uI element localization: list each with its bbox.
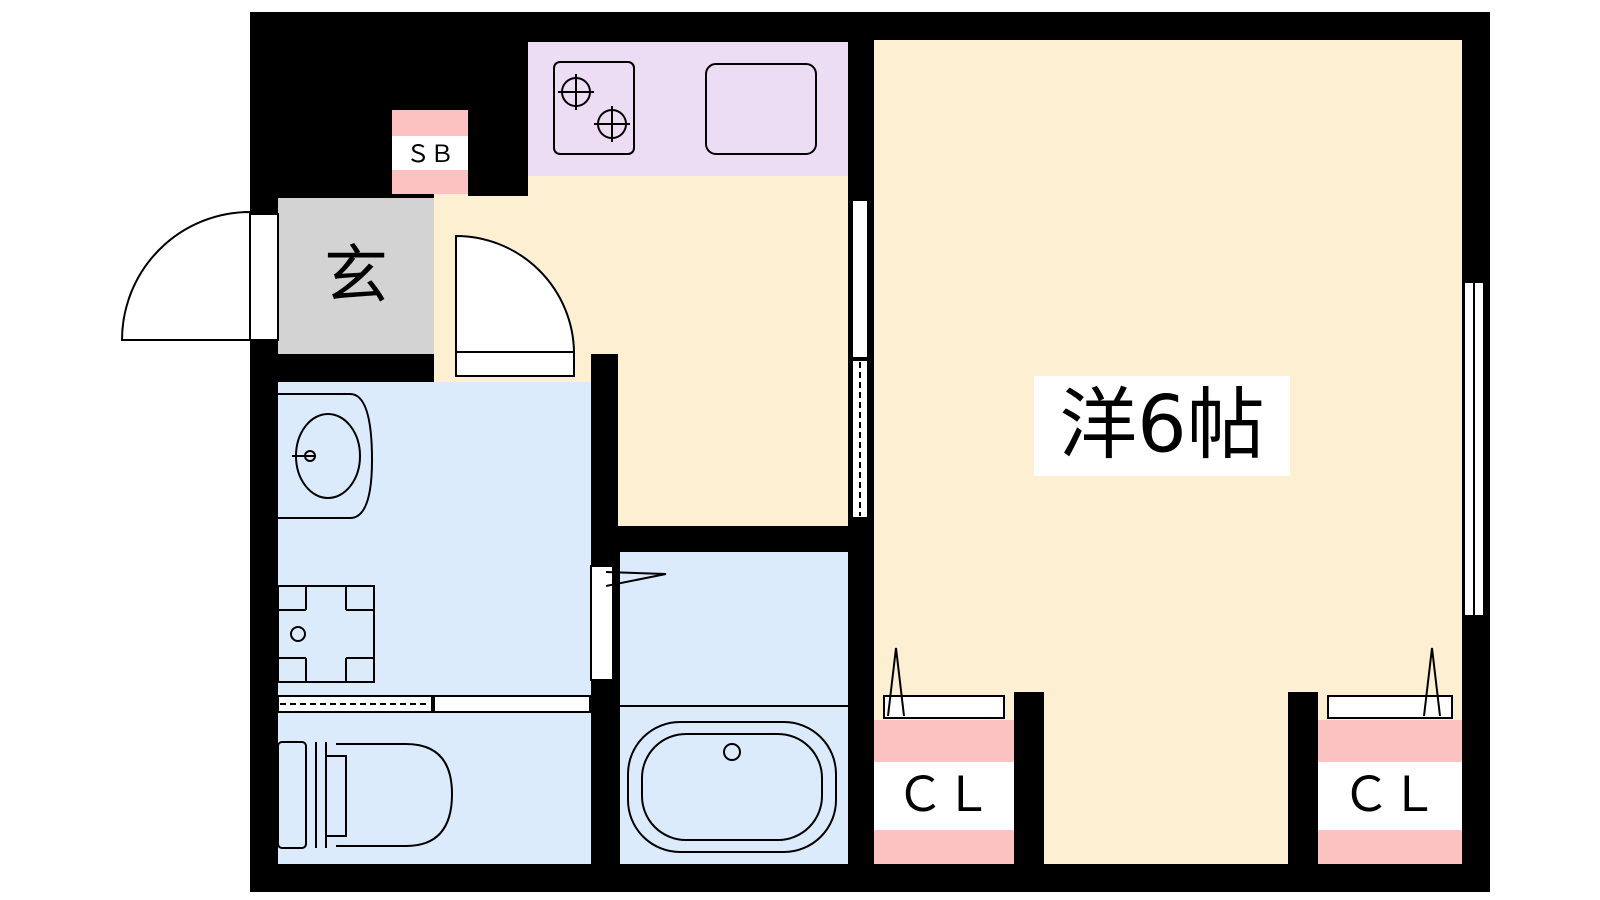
closet-doors [883, 647, 1453, 719]
shoe-box-label-bg [392, 136, 468, 170]
entrance-label: 玄 [324, 240, 388, 314]
entrance-floor [278, 198, 434, 354]
bathroom-floor [620, 552, 848, 864]
closet-right-label-bg [1318, 762, 1462, 830]
closet-left-label-bg [874, 762, 1014, 830]
closet-wall-right [1288, 692, 1318, 864]
front-door [120, 210, 279, 341]
shoe-box-label: ＳＢ [406, 140, 454, 168]
sliding-door-kitchen [851, 199, 869, 519]
hall-door [455, 234, 576, 377]
bathtub-icon [620, 705, 848, 853]
stove-icon [553, 61, 635, 155]
toilet-icon [277, 741, 454, 849]
washroom-floor [278, 382, 591, 864]
closet-wall-left [1014, 692, 1044, 864]
western-room-label: 洋6帖 [1059, 380, 1265, 470]
hall-floor-lower [618, 350, 848, 526]
washbasin-icon [278, 393, 374, 519]
bath-door [590, 565, 667, 681]
wall-entrance-lower [278, 354, 434, 382]
closet-left-label: ＣＬ [896, 767, 992, 823]
toilet-sliding-door [277, 695, 591, 713]
window-right [1463, 281, 1485, 617]
western-room-label-bg [1034, 376, 1290, 476]
closet-right-label: ＣＬ [1342, 767, 1438, 823]
wall-bath-top [591, 526, 848, 552]
wall-shoebox [468, 40, 528, 196]
kitchen-sink-icon [705, 63, 817, 155]
washing-machine-icon [277, 585, 375, 683]
